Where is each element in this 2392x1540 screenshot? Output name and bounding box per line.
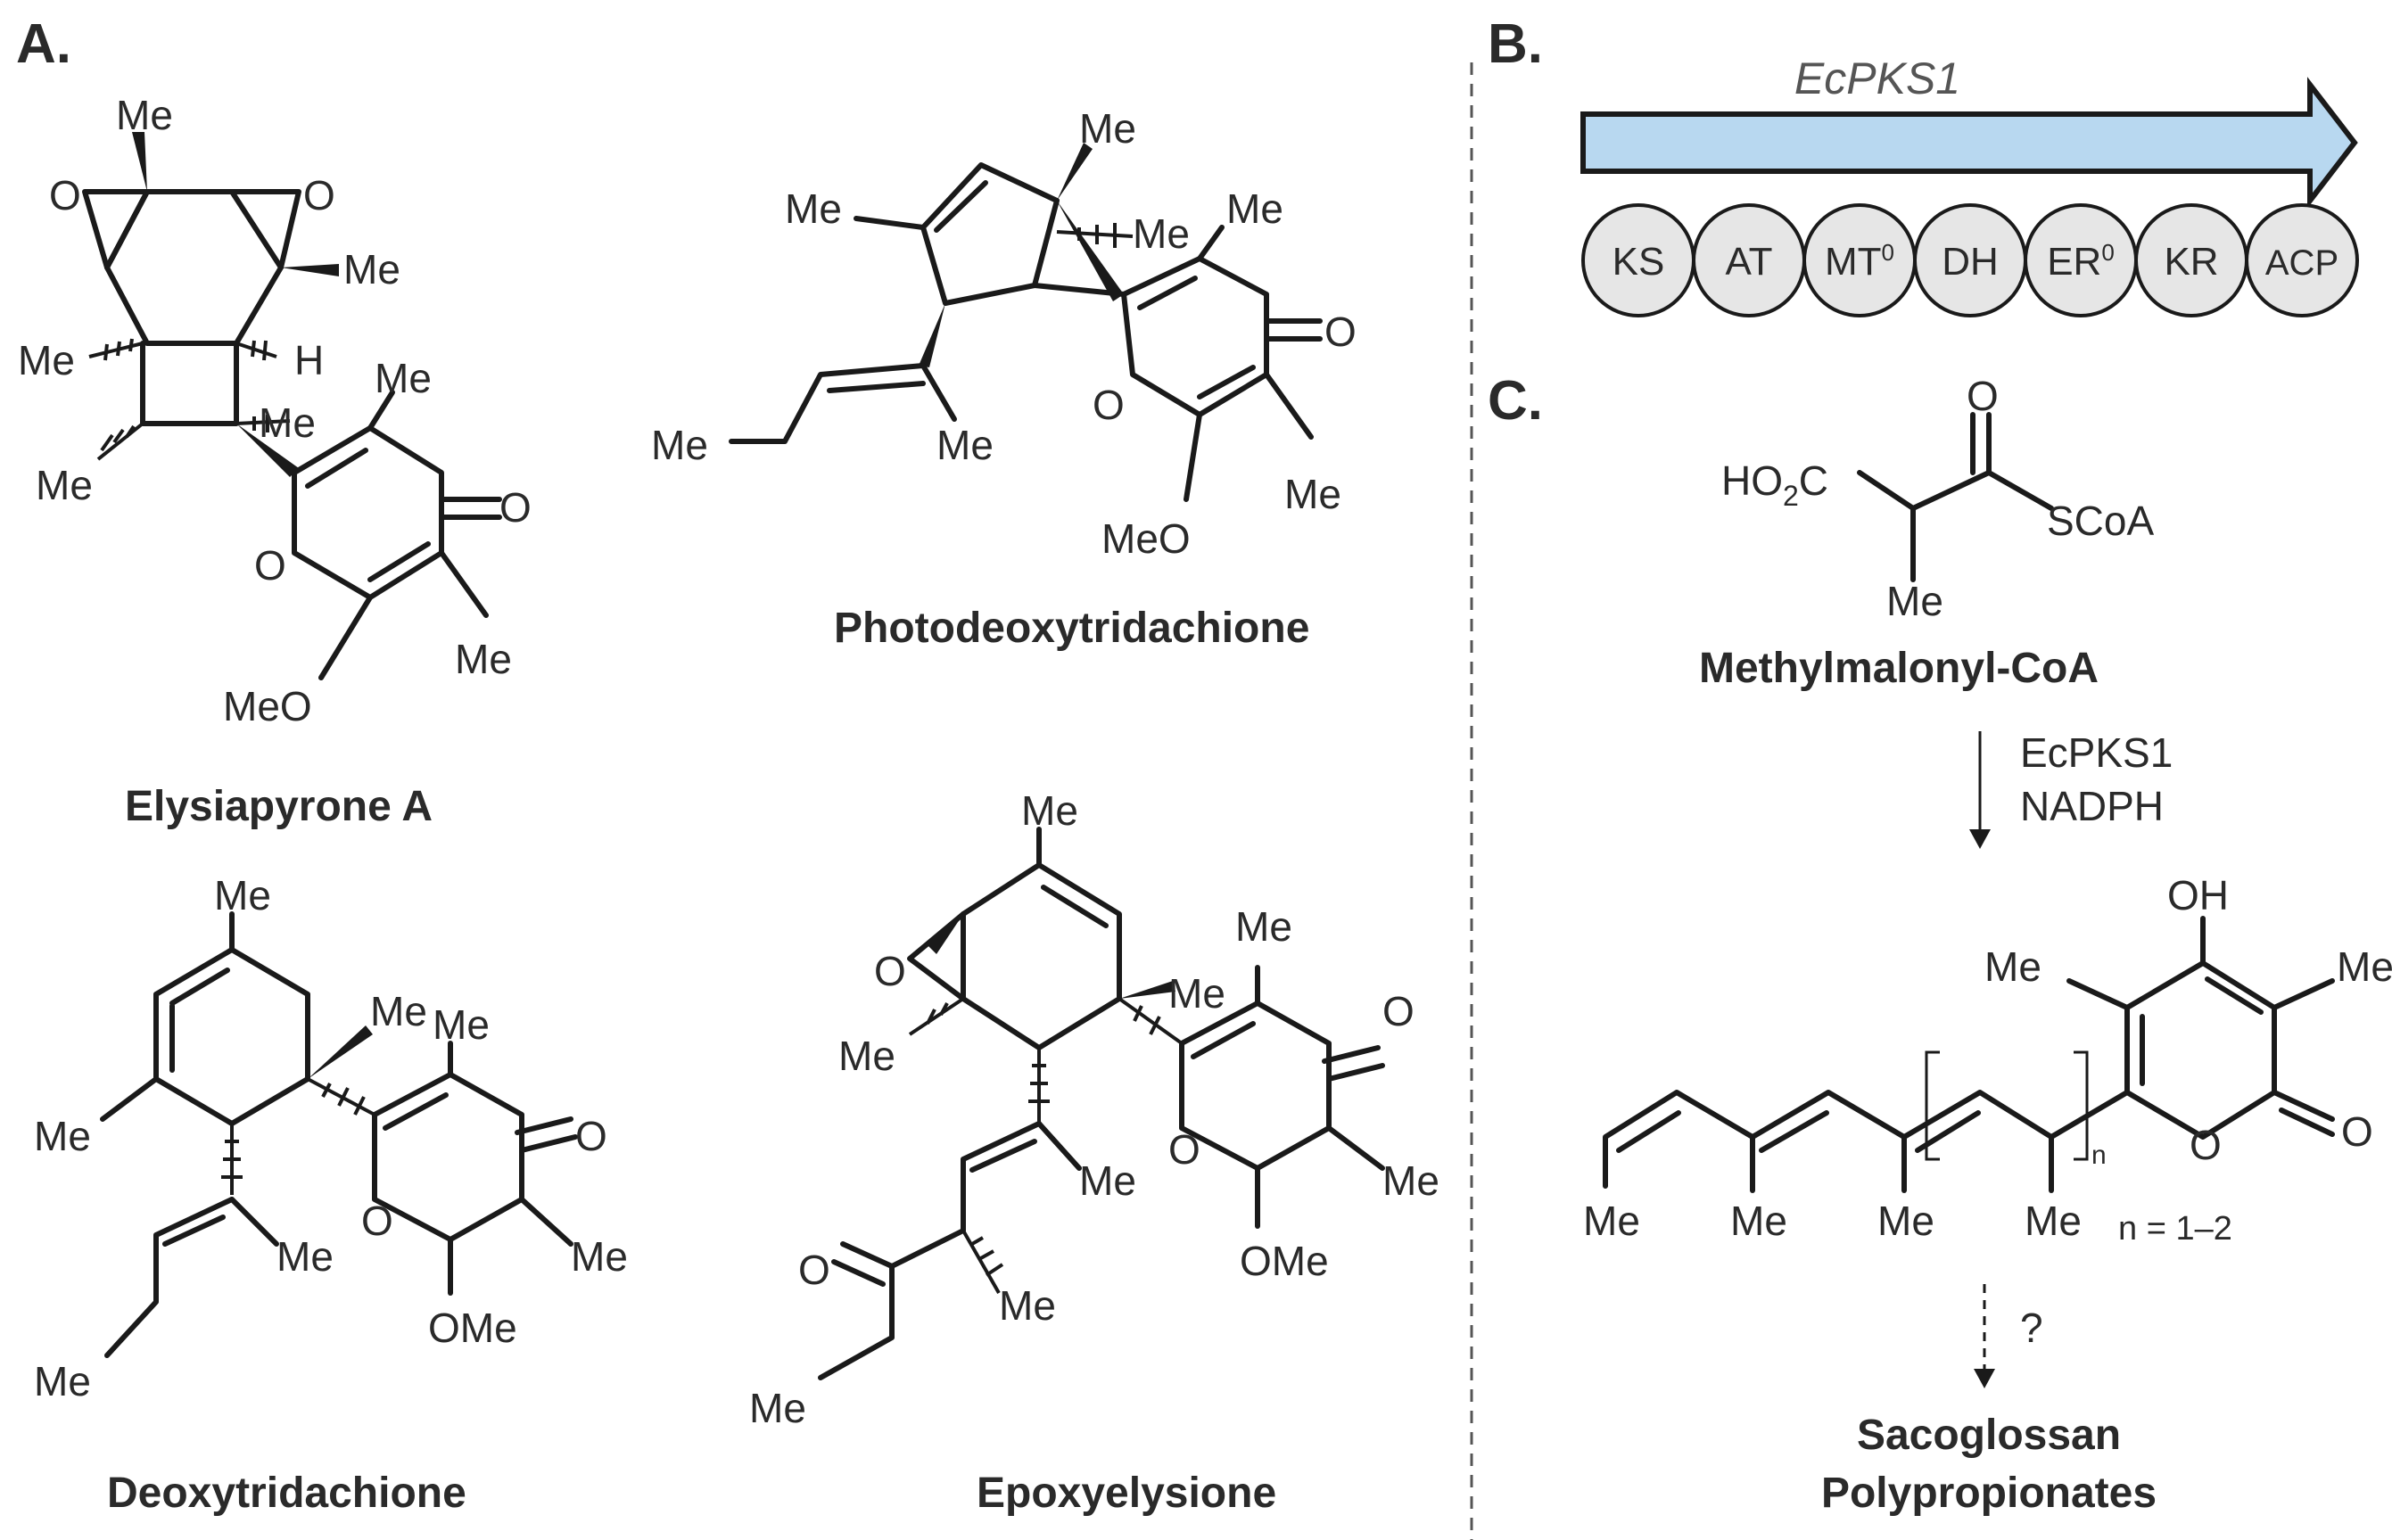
atom-me: Me bbox=[370, 988, 427, 1034]
atom-o: O bbox=[361, 1198, 393, 1244]
atom-me: Me bbox=[1079, 105, 1136, 152]
domain-label-dh: DH bbox=[1942, 240, 1999, 284]
domain-label-at: AT bbox=[1726, 240, 1773, 284]
compound-name-sacoglossan: Sacoglossan bbox=[1857, 1412, 2121, 1459]
atom-ho2c: HO2C bbox=[1721, 457, 1828, 512]
atom-me: Me bbox=[999, 1282, 1056, 1329]
structure-epoxyelysione: Me O Me Me O Me O Me Me O OMe Me Me Epox… bbox=[749, 787, 1439, 1517]
atom-me: Me bbox=[1886, 578, 1943, 624]
atom-me: Me bbox=[1382, 1157, 1439, 1204]
reaction-arrow-unknown: ? bbox=[1974, 1284, 2043, 1388]
atom-me: Me bbox=[2025, 1198, 2082, 1244]
structure-elysiapyrone-a: Me O O Me Me H Me Me Me O O Me MeO Elysi… bbox=[18, 92, 532, 830]
compound-name-elysiapyrone-a: Elysiapyrone A bbox=[125, 783, 433, 830]
domain-label-ks: KS bbox=[1613, 240, 1665, 284]
compound-name-deoxytridachione: Deoxytridachione bbox=[107, 1470, 466, 1517]
atom-o: O bbox=[1168, 1126, 1200, 1173]
atom-o: O bbox=[575, 1113, 607, 1159]
atom-me: Me bbox=[936, 422, 994, 468]
atom-o: O bbox=[254, 542, 286, 589]
atom-me: Me bbox=[276, 1233, 334, 1280]
pyrone-product-structure: n OH Me Me O O Me Me Me Me n = 1–2 bbox=[1583, 872, 2392, 1248]
atom-me: Me bbox=[1021, 787, 1078, 834]
atom-me: Me bbox=[1284, 471, 1341, 517]
repeat-range: n = 1–2 bbox=[2118, 1210, 2232, 1248]
atom-me: Me bbox=[749, 1385, 806, 1431]
atom-o: O bbox=[49, 172, 81, 218]
atom-me: Me bbox=[1730, 1198, 1787, 1244]
atom-o: O bbox=[1093, 382, 1125, 428]
atom-me: Me bbox=[1877, 1198, 1934, 1244]
methylmalonyl-coa-structure: HO2C O SCoA Me Methylmalonyl-CoA bbox=[1699, 373, 2154, 692]
atom-me: Me bbox=[455, 636, 512, 682]
atom-me: Me bbox=[343, 246, 400, 292]
atom-me: Me bbox=[259, 399, 316, 446]
atom-me: Me bbox=[18, 337, 75, 383]
atom-me: Me bbox=[433, 1001, 490, 1048]
compound-name-epoxyelysione: Epoxyelysione bbox=[977, 1470, 1276, 1517]
atom-me: Me bbox=[34, 1358, 91, 1404]
atom-ome: OMe bbox=[428, 1305, 517, 1351]
compound-name-polypropionates: Polypropionates bbox=[1821, 1470, 2157, 1517]
unknown-step: ? bbox=[2020, 1305, 2043, 1351]
atom-o: O bbox=[1382, 988, 1415, 1034]
structure-deoxytridachione: Me Me Me Me O O Me Me OMe Me Deoxytridac… bbox=[34, 872, 628, 1517]
domain-label-kr: KR bbox=[2164, 240, 2218, 284]
atom-o: O bbox=[1967, 373, 1999, 419]
atom-o: O bbox=[1324, 309, 1357, 355]
atom-o: O bbox=[2341, 1108, 2373, 1155]
gene-diagram: EcPKS1 KS AT MT0 DH ER0 KR ACP bbox=[1580, 54, 2359, 317]
atom-me: Me bbox=[36, 462, 93, 508]
gene-arrow bbox=[1580, 77, 2358, 209]
domain-label-er: ER0 bbox=[2047, 239, 2115, 284]
domain-acp bbox=[2245, 203, 2359, 317]
atom-me: Me bbox=[785, 185, 842, 232]
atom-me: Me bbox=[116, 92, 173, 138]
atom-o: O bbox=[874, 948, 906, 994]
atom-meo: MeO bbox=[1101, 515, 1191, 562]
atom-ome: OMe bbox=[1240, 1238, 1329, 1284]
atom-meo: MeO bbox=[223, 683, 312, 729]
atom-me: Me bbox=[1168, 970, 1225, 1017]
atom-me: Me bbox=[214, 872, 271, 918]
atom-scoa: SCoA bbox=[2047, 498, 2154, 544]
atom-me: Me bbox=[1079, 1157, 1136, 1204]
compound-name-photodeoxytridachione: Photodeoxytridachione bbox=[834, 605, 1309, 652]
domain-row: KS AT MT0 DH ER0 KR ACP bbox=[1581, 203, 2359, 317]
atom-oh: OH bbox=[2167, 872, 2229, 918]
atom-me: Me bbox=[838, 1033, 895, 1079]
reaction-arrow-pks: EcPKS1 NADPH bbox=[1969, 729, 2173, 849]
atom-me: Me bbox=[34, 1113, 91, 1159]
atom-me: Me bbox=[1226, 185, 1283, 232]
atom-o: O bbox=[2190, 1122, 2222, 1168]
atom-o: O bbox=[798, 1247, 830, 1293]
compound-name-methylmalonyl-coa: Methylmalonyl-CoA bbox=[1699, 645, 2099, 692]
atom-me: Me bbox=[1235, 903, 1292, 950]
domain-label-mt: MT0 bbox=[1825, 239, 1894, 284]
atom-me: Me bbox=[375, 355, 432, 401]
panel-label-c: C. bbox=[1488, 370, 1543, 432]
atom-me: Me bbox=[571, 1233, 628, 1280]
atom-o: O bbox=[499, 484, 532, 531]
gene-name: EcPKS1 bbox=[1794, 54, 1960, 103]
atom-me: Me bbox=[2337, 943, 2392, 990]
reagent-nadph: NADPH bbox=[2020, 783, 2164, 829]
reagent-ecpks1: EcPKS1 bbox=[2020, 729, 2173, 776]
atom-o: O bbox=[303, 172, 335, 218]
atom-me: Me bbox=[1984, 943, 2041, 990]
atom-h: H bbox=[294, 337, 324, 383]
atom-me: Me bbox=[651, 422, 708, 468]
structure-photodeoxytridachione: Me Me Me Me O O Me Me Me MeO Photodeoxyt… bbox=[651, 105, 1357, 652]
panel-label-a: A. bbox=[16, 13, 71, 75]
atom-me: Me bbox=[1133, 210, 1190, 257]
domain-label-acp: ACP bbox=[2265, 243, 2338, 283]
atom-me: Me bbox=[1583, 1198, 1640, 1244]
repeat-n: n bbox=[2091, 1141, 2107, 1170]
panel-label-b: B. bbox=[1488, 13, 1543, 75]
